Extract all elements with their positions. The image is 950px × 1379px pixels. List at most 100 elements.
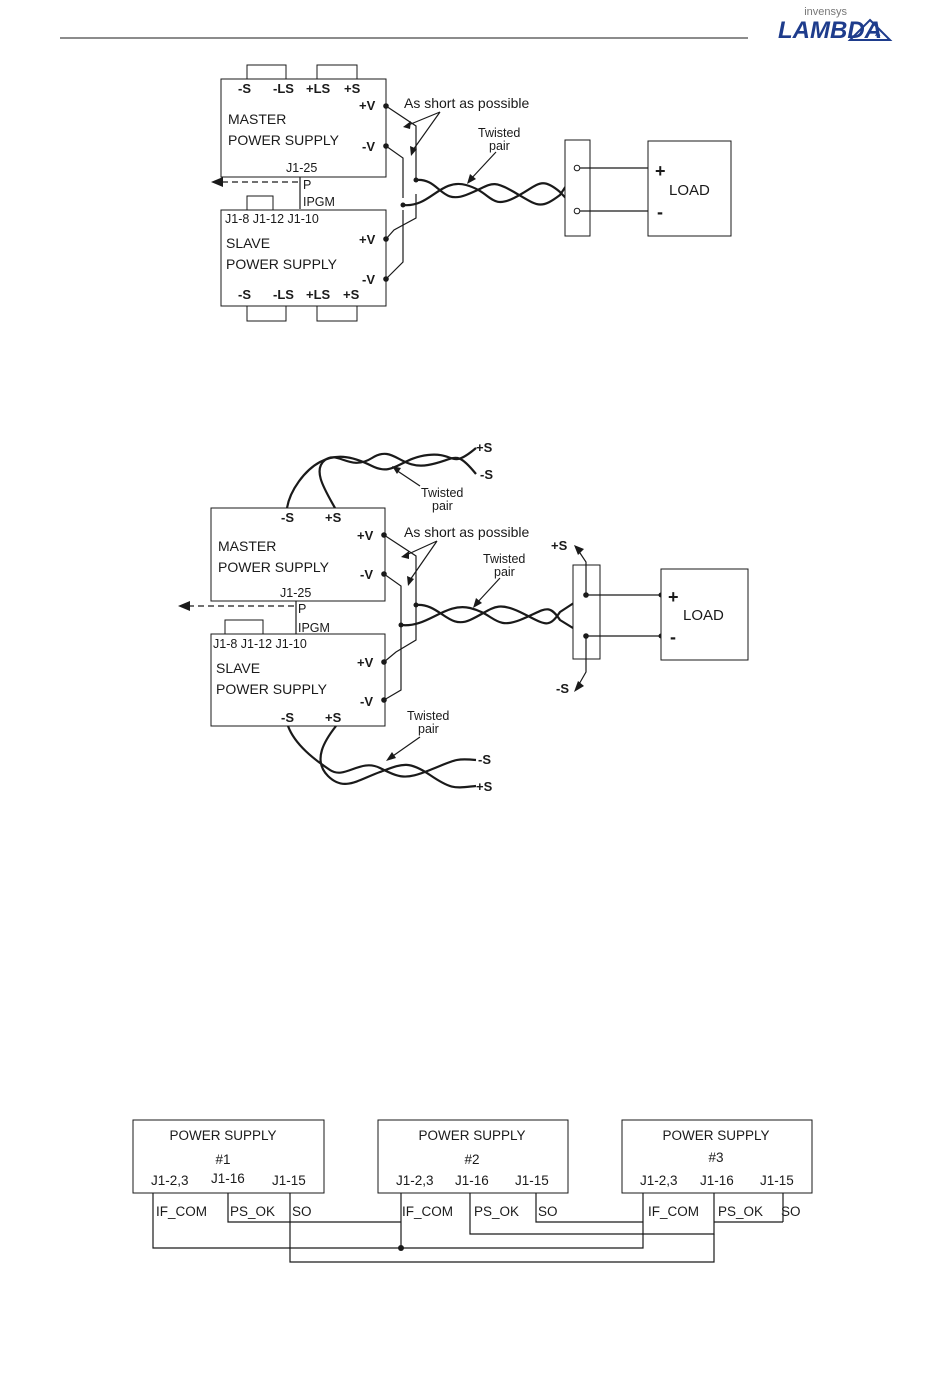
master2-plus-v: +V [357,528,374,543]
short-as-possible-note: As short as possible [404,95,529,111]
master-power-supply-label: POWER SUPPLY [228,132,340,148]
short-arrow-3-icon [401,551,409,559]
terminal-block-1 [564,139,591,237]
unit1-j1-23: J1-2,3 [151,1173,189,1188]
program-signal-arrow-2-icon [178,601,190,611]
parallel-output-wires [383,103,419,282]
unit1-if-com: IF_COM [156,1204,207,1219]
slave-power-supply-label: POWER SUPPLY [226,256,338,272]
slave-label: SLAVE [226,235,270,251]
mid-twisted-pair-a [415,594,587,625]
slave-terminal-plus-ls: +LS [306,287,331,302]
unit1-j1-15: J1-15 [272,1173,306,1188]
slave-terminal-minus-s: -S [238,287,251,302]
master2-minus-s: -S [281,510,294,525]
top-twisted-arrow-icon [392,466,401,474]
load-label-2: LOAD [683,607,724,624]
diagram-1: -S -LS +LS +S +V -V MASTER POWER SUPPLY … [211,64,732,322]
p-label: P [303,178,311,192]
load-box-2 [660,568,749,661]
master-power-supply-box-2 [210,507,386,602]
master-plus-v: +V [359,98,376,113]
load-minus-1: - [657,202,663,222]
bottom-sense-minus: -S [478,752,491,767]
slave-sense-link-right [316,305,358,322]
unit3-if-com: IF_COM [648,1204,699,1219]
power-supply-box-3 [621,1119,813,1194]
master2-minus-v: -V [360,567,373,582]
load-sense-minus-label: -S [556,681,569,696]
slave2-minus-v: -V [360,694,373,709]
short-as-possible-note-2: As short as possible [404,524,529,540]
master-power-supply-box [220,78,387,178]
master-terminal-plus-s: +S [344,81,361,96]
mid-twisted-arrow-icon [473,598,482,608]
unit3-j1-23: J1-2,3 [640,1173,678,1188]
master-sense-link-right [316,64,358,80]
unit2-title: POWER SUPPLY [418,1128,525,1143]
twisted-pointer-1 [469,151,497,181]
twisted-arrow-1-icon [467,174,476,184]
power-supply-unit-1: POWER SUPPLY #1 J1-2,3 J1-16 J1-15 IF_CO… [132,1119,325,1219]
power-supply-unit-3: POWER SUPPLY #3 J1-2,3 J1-16 J1-15 IF_CO… [621,1119,813,1219]
slave-plus-v: +V [359,232,376,247]
slave-terminal-plus-s: +S [343,287,360,302]
unit3-title: POWER SUPPLY [662,1128,769,1143]
p-label-2: P [298,602,306,616]
unit3-j1-16: J1-16 [700,1173,734,1188]
unit3-ps-ok: PS_OK [718,1204,763,1219]
unit2-j1-15: J1-15 [515,1173,549,1188]
load-sense-minus-arrow-icon [574,681,584,692]
signal-interconnect-wires [152,1193,784,1263]
slave2-top-link [224,619,264,635]
unit2-number: #2 [464,1152,479,1167]
top-sense-pair-a [285,447,477,509]
load-label-1: LOAD [669,182,710,199]
bottom-sense-pair-a [286,725,477,778]
bottom-twisted-label: Twisted [407,709,449,723]
unit1-title: POWER SUPPLY [169,1128,276,1143]
unit2-j1-16: J1-16 [455,1173,489,1188]
mid-twisted-pointer [475,577,501,605]
lambda-logo-icon: λ [847,18,893,41]
unit3-number: #3 [708,1150,723,1165]
master-minus-v: -V [362,139,375,154]
slave-power-supply-box [220,209,387,307]
master-j1-25: J1-25 [286,161,317,175]
short-arrow-1-icon [403,121,411,129]
slave2-power-supply-label: POWER SUPPLY [216,681,328,697]
master2-j1-25: J1-25 [280,586,311,600]
bottom-sense-pair-b [319,725,477,789]
short-arrow-4-icon [407,576,414,586]
mid-twisted-label: Twisted [483,552,525,566]
top-sense-minus: -S [480,467,493,482]
load-box-1 [647,140,732,237]
slave2-plus-v: +V [357,655,374,670]
slave-sense-link-left [246,305,287,322]
short-note-pointer [405,111,441,151]
twisted-label-1: Twisted [478,126,520,140]
master2-plus-s: +S [325,510,342,525]
load-sense-plus-arrow-icon [574,545,584,555]
unit2-so: SO [538,1204,558,1219]
power-supply-unit-2: POWER SUPPLY #2 J1-2,3 J1-16 J1-15 IF_CO… [377,1119,569,1219]
slave-power-supply-box-2 [210,633,386,727]
top-pair-label: pair [432,499,453,513]
power-supply-box-1 [132,1119,325,1194]
slave2-plus-s: +S [325,710,342,725]
slave2-j-labels: J1-8 J1-12 J1-10 [213,637,307,651]
slave-j-labels: J1-8 J1-12 J1-10 [225,212,319,226]
slave-terminal-minus-ls: -LS [273,287,294,302]
master-sense-link-left [246,64,287,80]
bottom-sense-plus: +S [476,779,493,794]
brand-subtitle: invensys [804,6,847,18]
bottom-twisted-arrow-icon [386,752,396,761]
master-terminal-minus-ls: -LS [273,81,294,96]
mid-twisted-pair-b [400,606,587,637]
unit1-j1-16: J1-16 [211,1171,245,1186]
unit1-ps-ok: PS_OK [230,1204,275,1219]
diagram-3: POWER SUPPLY #1 J1-2,3 J1-16 J1-15 IF_CO… [132,1119,813,1263]
slave2-minus-s: -S [281,710,294,725]
top-sense-pair-b [318,452,477,509]
